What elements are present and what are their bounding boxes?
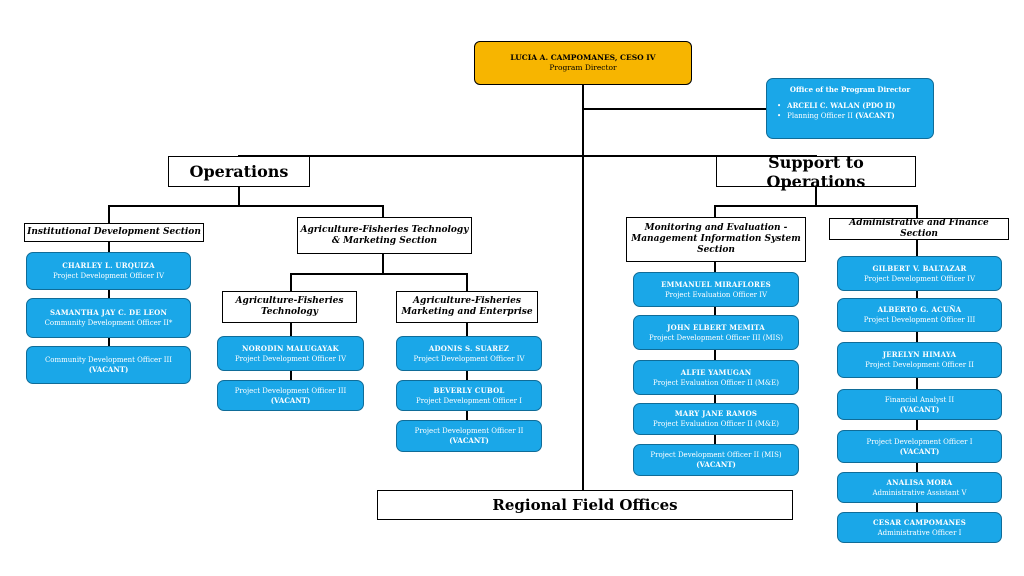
person-name: BEVERLY CUBOL [433, 385, 505, 395]
person-name: EMMANUEL MIRAFLORES [661, 279, 771, 289]
connector-line [916, 205, 918, 218]
vacant-label: (VACANT) [696, 460, 736, 469]
person-name: CESAR CAMPOMANES [873, 517, 966, 527]
person-name: MARY JANE RAMOS [674, 409, 758, 418]
job-title: Project Development Officer III [234, 386, 347, 395]
staff-box: ALFIE YAMUGAN Project Evaluation Officer… [633, 360, 799, 395]
staff-box: ANALISA MORA Administrative Assistant V [837, 472, 1002, 503]
connector-line [466, 273, 468, 292]
person-name: NORODIN MALUGAYAK [242, 343, 339, 353]
staff-box: GILBERT V. BALTAZAR Project Development … [837, 256, 1002, 291]
job-title: Project Evaluation Officer II (M&E) [652, 378, 779, 387]
job-title: Project Development Officer II [414, 427, 524, 435]
support-to-operations-header: Support to Operations [716, 153, 916, 191]
section-af-marketing-enterprise: Agriculture-Fisheries Marketing and Ente… [396, 291, 538, 323]
person-name: LUCIA A. CAMPOMANES, CESO IV [510, 53, 656, 62]
office-of-program-director-box: Office of the Program Director • ARCELI … [766, 78, 934, 139]
job-title: Program Director [549, 63, 617, 72]
connector-line [290, 273, 467, 275]
staff-box: ADONIS S. SUAREZ Project Development Off… [396, 336, 542, 371]
job-title: Project Development Officer IV [863, 274, 976, 283]
person-name: ANALISA MORA [886, 477, 953, 487]
staff-box: JERELYN HIMAYA Project Development Offic… [837, 342, 1002, 378]
connector-line [582, 108, 766, 110]
job-title: Project Development Officer IV [234, 354, 347, 363]
person-name: JERELYN HIMAYA [882, 350, 957, 359]
person-name: ALBERTO G. ACUÑA [877, 305, 962, 314]
person-name: ADONIS S. SUAREZ [428, 343, 510, 353]
section-monitoring-evaluation-mis: Monitoring and Evaluation - Management I… [626, 217, 806, 262]
connector-line [108, 205, 110, 224]
job-title: Project Development Officer III [863, 316, 976, 324]
staff-box: CHARLEY L. URQUIZA Project Development O… [26, 252, 191, 290]
person-name: JOHN ELBERT MEMITA [667, 322, 765, 332]
job-title: Financial Analyst II [884, 395, 955, 404]
regional-field-offices-box: Regional Field Offices [377, 490, 793, 520]
connector-line [582, 84, 584, 493]
connector-line [108, 205, 383, 207]
job-title: Project Development Officer III (MIS) [649, 333, 783, 342]
operations-header: Operations [168, 156, 310, 187]
job-title: Project Evaluation Officer II (M&E) [652, 420, 779, 428]
item-text: Planning Officer II [787, 112, 856, 120]
program-director-box: LUCIA A. CAMPOMANES, CESO IV Program Dir… [474, 41, 692, 85]
staff-box: ALBERTO G. ACUÑA Project Development Off… [837, 298, 1002, 332]
item-text: ARCELI C. WALAN (PDO II) [787, 101, 896, 110]
person-name: GILBERT V. BALTAZAR [872, 263, 967, 273]
section-institutional-development: Institutional Development Section [24, 223, 204, 242]
staff-box: JOHN ELBERT MEMITA Project Development O… [633, 315, 799, 350]
box-heading: Office of the Program Director [789, 85, 911, 94]
staff-box: Community Development Officer III (VACAN… [26, 346, 191, 384]
job-title: Project Development Officer I [415, 396, 522, 405]
staff-box: Project Development Officer I (VACANT) [837, 430, 1002, 463]
connector-line [290, 273, 292, 292]
connector-line [382, 254, 384, 274]
section-af-technology-marketing: Agriculture-Fisheries Technology & Marke… [297, 217, 472, 254]
connector-line [382, 205, 384, 218]
staff-box: CESAR CAMPOMANES Administrative Officer … [837, 512, 1002, 543]
job-title: Administrative Officer I [877, 528, 962, 537]
connector-line [714, 205, 716, 218]
vacant-label: (VACANT) [855, 111, 895, 120]
vacant-label: (VACANT) [270, 395, 311, 405]
connector-line [238, 155, 816, 157]
job-title: Project Development Officer II [865, 361, 974, 369]
job-title: Administrative Assistant V [872, 488, 967, 497]
bullet-icon: • [777, 112, 782, 120]
job-title: Project Development Officer IV [413, 354, 525, 363]
job-title: Project Evaluation Officer IV [664, 290, 768, 299]
bullet-icon: • [777, 102, 782, 110]
person-name: ALFIE YAMUGAN [680, 367, 752, 377]
connector-line [815, 186, 817, 206]
connector-line [916, 240, 918, 525]
list-item: • ARCELI C. WALAN (PDO II) [775, 101, 925, 111]
staff-box: SAMANTHA JAY C. DE LEON Community Develo… [26, 298, 191, 338]
staff-box: Project Development Officer III (VACANT) [217, 380, 364, 411]
staff-box: MARY JANE RAMOS Project Evaluation Offic… [633, 403, 799, 435]
staff-box: Project Development Officer II (VACANT) [396, 420, 542, 452]
staff-box: NORODIN MALUGAYAK Project Development Of… [217, 336, 364, 371]
job-title: Project Development Officer II (MIS) [650, 451, 782, 459]
staff-box: Financial Analyst II (VACANT) [837, 389, 1002, 420]
vacant-label: (VACANT) [449, 436, 489, 445]
connector-line [714, 205, 917, 207]
person-name: CHARLEY L. URQUIZA [62, 261, 155, 270]
list-item: • Planning Officer II (VACANT) [775, 111, 925, 121]
vacant-label: (VACANT) [88, 365, 129, 374]
connector-line [238, 186, 240, 206]
section-af-technology: Agriculture-Fisheries Technology [222, 291, 357, 323]
staff-box: BEVERLY CUBOL Project Development Office… [396, 380, 542, 411]
staff-box: EMMANUEL MIRAFLORES Project Evaluation O… [633, 272, 799, 307]
section-administrative-finance: Administrative and Finance Section [829, 218, 1009, 240]
connector-line [466, 322, 468, 434]
job-title: Project Development Officer I [866, 437, 973, 446]
vacant-label: (VACANT) [899, 404, 940, 414]
job-title: Community Development Officer III [44, 356, 173, 364]
job-title: Project Development Officer IV [52, 272, 165, 280]
person-name: SAMANTHA JAY C. DE LEON [49, 308, 168, 317]
job-title: Community Development Officer II* [44, 319, 173, 327]
vacant-label: (VACANT) [899, 446, 940, 456]
staff-box: Project Development Officer II (MIS) (VA… [633, 444, 799, 476]
